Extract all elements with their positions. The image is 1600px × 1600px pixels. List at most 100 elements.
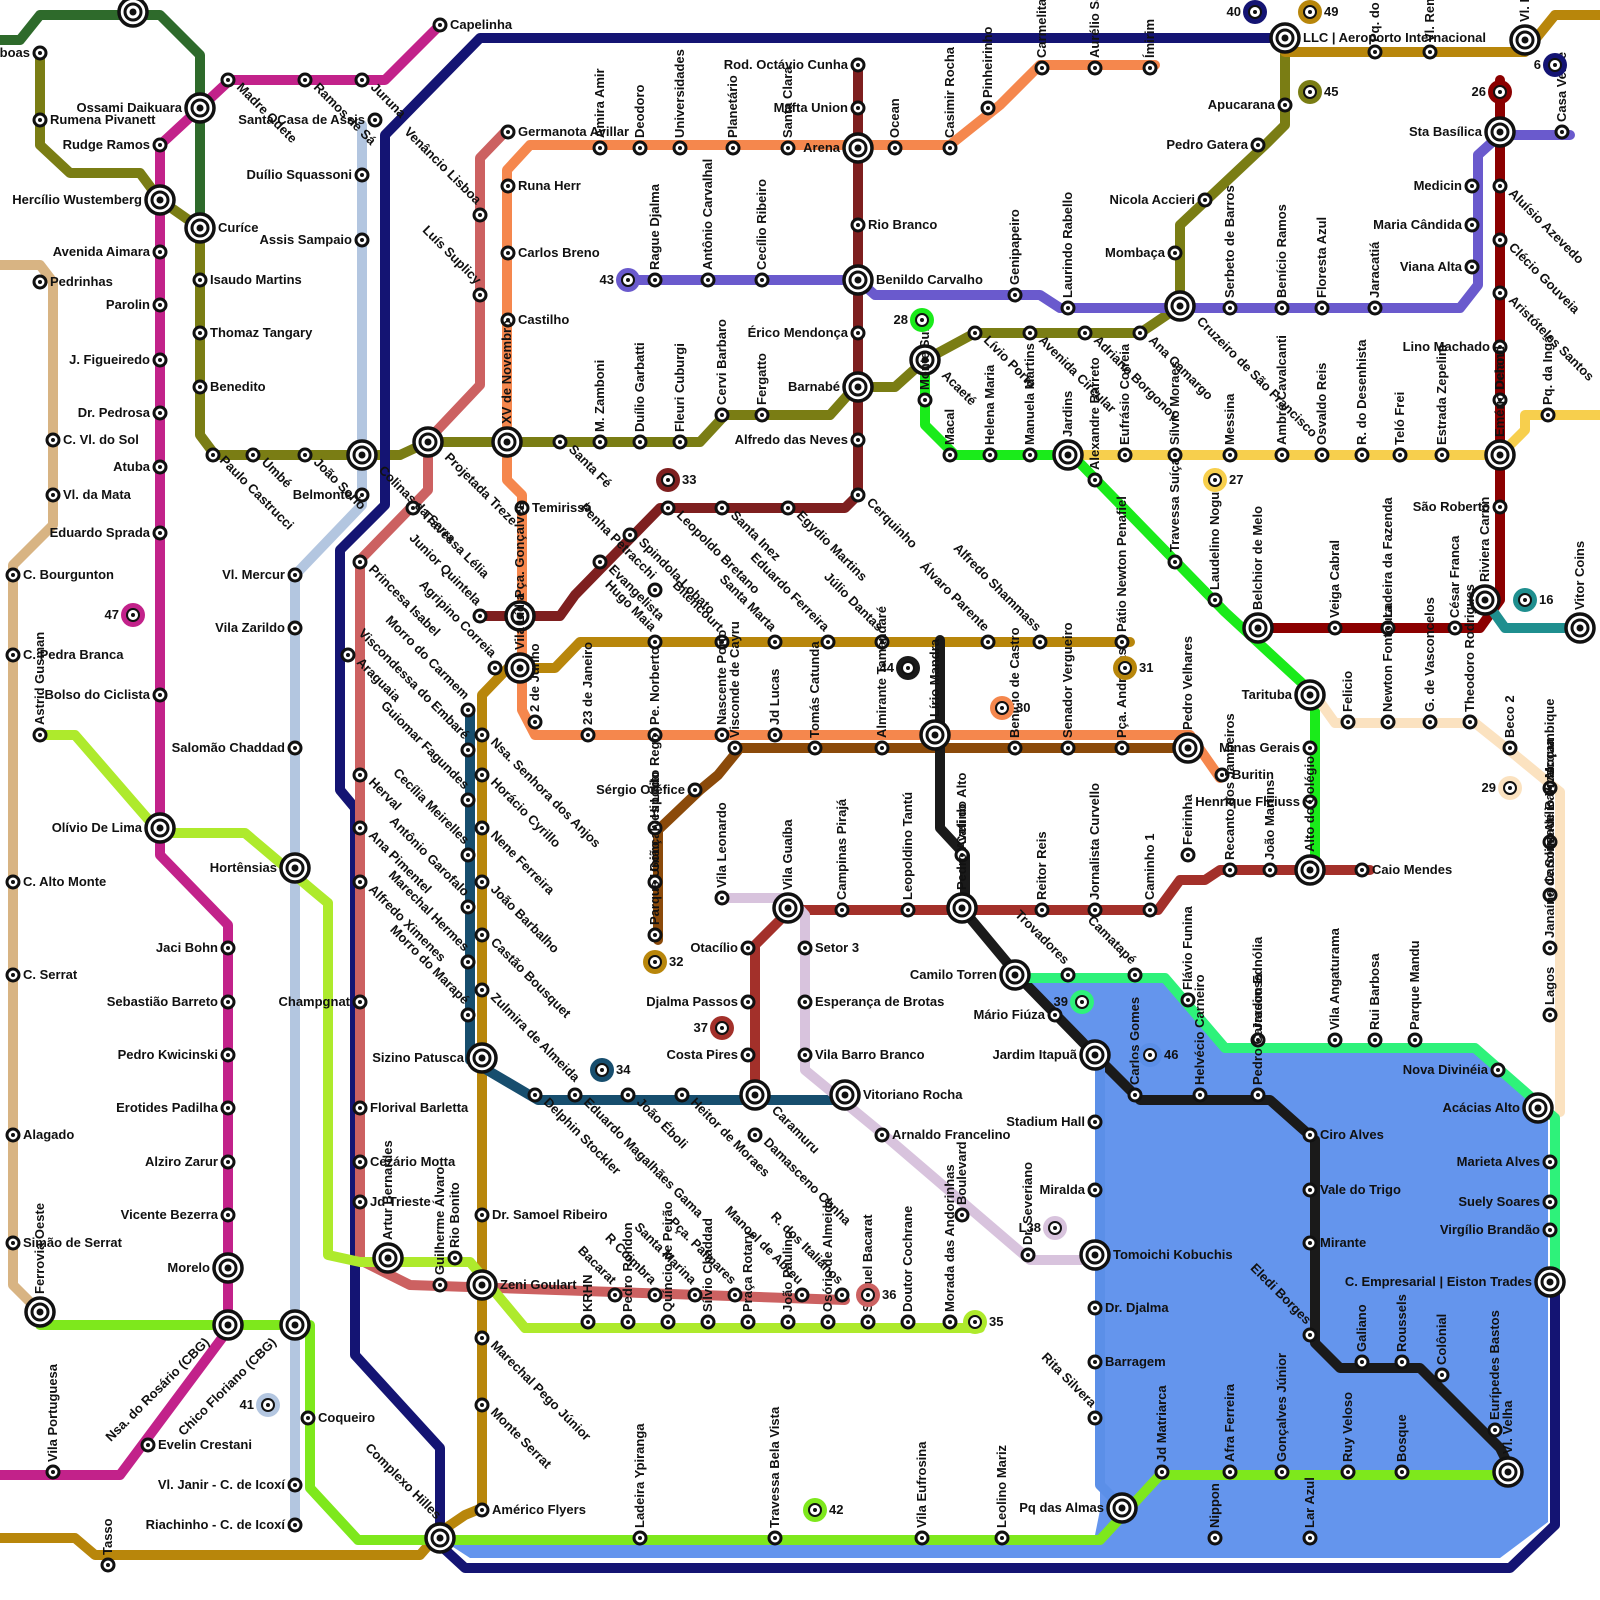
station-eufrasio-correia[interactable] xyxy=(1119,449,1131,461)
station-cecilio-ribeiro[interactable] xyxy=(756,274,768,286)
station-monte-serrat[interactable] xyxy=(476,1399,488,1411)
station-luis-suplicy[interactable] xyxy=(474,289,486,301)
station-vila-leonardo[interactable] xyxy=(716,892,728,904)
station-santa-casa-de-assis[interactable] xyxy=(369,114,381,126)
station-pedrinhas[interactable] xyxy=(34,276,46,288)
station-j-figueiredo[interactable] xyxy=(154,354,166,366)
station-tomas-catunda[interactable] xyxy=(809,742,821,754)
station-alto-do-colegio[interactable] xyxy=(1296,856,1324,884)
station-suely-soares[interactable] xyxy=(1544,1196,1556,1208)
station-leopoldo-bretano[interactable] xyxy=(662,502,674,514)
station-venancio-lisboa[interactable] xyxy=(474,209,486,221)
station-cezario-motta[interactable] xyxy=(354,1156,366,1168)
station-antonio-carvalhal[interactable] xyxy=(702,274,714,286)
station-agripino-correia[interactable] xyxy=(489,662,501,674)
station-costa-pires[interactable] xyxy=(742,1049,754,1061)
station-artur-bernardes[interactable] xyxy=(374,1244,402,1272)
station-mombaca[interactable] xyxy=(1169,247,1181,259)
station-pedro-carrascosa[interactable] xyxy=(1252,1089,1264,1101)
station-astrid-gusman[interactable] xyxy=(34,729,46,741)
station-estrada-zepelim[interactable] xyxy=(1436,449,1448,461)
station-alziro-zarur[interactable] xyxy=(222,1156,234,1168)
marker-28[interactable] xyxy=(910,308,934,332)
station-tarituba[interactable] xyxy=(1296,681,1324,709)
station-hortensias[interactable] xyxy=(281,854,309,882)
station-egydio-martins[interactable] xyxy=(782,502,794,514)
station-delphin-stockler[interactable] xyxy=(529,1089,541,1101)
station-dr-pedrosa[interactable] xyxy=(154,407,166,419)
station-reitor-reis[interactable] xyxy=(1036,904,1048,916)
marker-42[interactable] xyxy=(803,1498,827,1522)
marker-37[interactable] xyxy=(710,1016,734,1040)
station-manuela-martins[interactable] xyxy=(1024,449,1036,461)
station-osorio-de-almeida[interactable] xyxy=(822,1316,834,1328)
station-galiano[interactable] xyxy=(1356,1356,1368,1368)
station-vitoriano-rocha[interactable] xyxy=(831,1081,859,1109)
station-trovadores[interactable] xyxy=(1062,969,1074,981)
station-lar-azul[interactable] xyxy=(1304,1532,1316,1544)
station-eduardo-ferreira[interactable] xyxy=(822,636,834,648)
station-duilio-squassoni[interactable] xyxy=(356,169,368,181)
station-apucarana[interactable] xyxy=(1279,99,1291,111)
station-fleuri-cuburgi[interactable] xyxy=(674,436,686,448)
station-clecio-gouveia[interactable] xyxy=(1494,234,1506,246)
station-castao-bousquet[interactable] xyxy=(476,929,488,941)
station-araguaia[interactable] xyxy=(342,649,354,661)
station-carmelita-neves[interactable] xyxy=(1036,62,1048,74)
station-praca-rotary[interactable] xyxy=(742,1316,754,1328)
station-leopoldino-tantu[interactable] xyxy=(902,904,914,916)
station-telo-frei[interactable] xyxy=(1394,449,1406,461)
station-coqueiro[interactable] xyxy=(302,1412,314,1424)
station-jd-lolito[interactable] xyxy=(119,0,147,26)
station-sta-basilica[interactable] xyxy=(1486,118,1514,146)
station-princesa-isabel[interactable] xyxy=(354,556,366,568)
station-cecilia-meirelles[interactable] xyxy=(462,849,474,861)
station-mario-fiuza[interactable] xyxy=(1049,1009,1061,1021)
station-zulmira-de-almeida[interactable] xyxy=(476,984,488,996)
station-m-zamboni[interactable] xyxy=(594,436,606,448)
station-r-do-desenhista[interactable] xyxy=(1356,449,1368,461)
station-tomoichi-kobuchis[interactable] xyxy=(1081,1241,1109,1269)
station-chico-floriano-cbg[interactable] xyxy=(281,1311,309,1339)
station-barragem[interactable] xyxy=(1089,1356,1101,1368)
station-vitor-coins[interactable] xyxy=(1566,614,1594,642)
station-newton-fontoura[interactable] xyxy=(1382,716,1394,728)
station-c-bourgunton[interactable] xyxy=(7,569,19,581)
station-pca-andradas[interactable] xyxy=(1116,742,1128,754)
marker-44[interactable] xyxy=(896,656,920,680)
station-tasso[interactable] xyxy=(102,1559,114,1571)
station-isaudo-martins[interactable] xyxy=(194,274,206,286)
station-quincio-de-peirao[interactable] xyxy=(662,1316,674,1328)
station-afra-ferreira[interactable] xyxy=(1224,1466,1236,1478)
station-travessa-bela-vista[interactable] xyxy=(769,1532,781,1544)
station-c-alto-monte[interactable] xyxy=(7,876,19,888)
station-pedro-kwicinski[interactable] xyxy=(222,1049,234,1061)
station-jd-trieste[interactable] xyxy=(354,1196,366,1208)
station-doutor-cochrane[interactable] xyxy=(902,1316,914,1328)
station-boulevard[interactable] xyxy=(956,1209,968,1221)
station-recanto-dos-jambeiros[interactable] xyxy=(1224,864,1236,876)
station-santa-clara[interactable] xyxy=(782,142,794,154)
station-caminho-1[interactable] xyxy=(1144,904,1156,916)
station-caramuru[interactable] xyxy=(741,1081,769,1109)
station-florival-barletta[interactable] xyxy=(354,1102,366,1114)
station-sao-roberto[interactable] xyxy=(1494,501,1506,513)
station-serbeto-de-barros[interactable] xyxy=(1224,302,1236,314)
station-parolin[interactable] xyxy=(154,299,166,311)
marker-32[interactable] xyxy=(643,950,667,974)
station-pq-do-aviador[interactable] xyxy=(1369,46,1381,58)
station-stadium-hall[interactable] xyxy=(1089,1116,1101,1128)
station-pedro-avelino[interactable] xyxy=(948,894,976,922)
station-2-de-junho[interactable] xyxy=(529,716,541,728)
station-c-pedra-branca[interactable] xyxy=(7,649,19,661)
station-nsa-do-rosario-cbg[interactable] xyxy=(214,1311,242,1339)
station-assis-sampaio[interactable] xyxy=(356,234,368,246)
station-cerquinho[interactable] xyxy=(852,489,864,501)
station-ambre-cavalcanti[interactable] xyxy=(1276,449,1288,461)
station-vila-zarildo[interactable] xyxy=(289,622,301,634)
station-g-de-vasconcelos[interactable] xyxy=(1424,716,1436,728)
station-r-dos-italianos[interactable] xyxy=(836,1289,848,1301)
station-rod-octavio-cunha[interactable] xyxy=(852,59,864,71)
station-ciro-alves[interactable] xyxy=(1304,1129,1316,1141)
station-colonial[interactable] xyxy=(1436,1369,1448,1381)
